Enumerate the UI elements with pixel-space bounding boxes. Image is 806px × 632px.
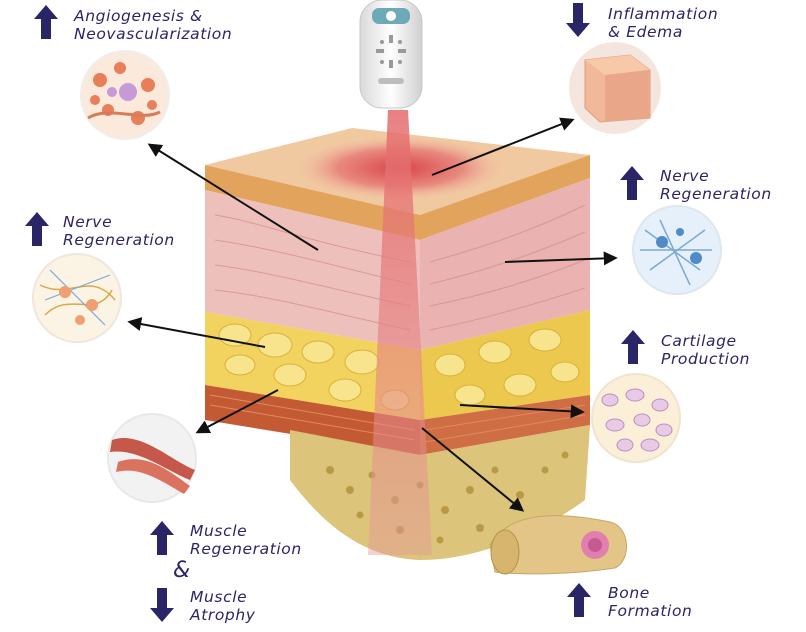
up-arrow-icon (621, 330, 645, 364)
label-line: Nerve (660, 167, 710, 185)
muscle-fiber-icon (107, 413, 197, 503)
label-line: Muscle (190, 522, 248, 540)
label-line: Inflammation (608, 5, 719, 23)
label-cartilage: Cartilage Production (661, 332, 750, 368)
up-arrow-icon (34, 5, 58, 39)
label-line: Cartilage (661, 332, 737, 350)
label-line: Production (661, 350, 751, 368)
dermis-left (205, 190, 420, 350)
label-muscle-regeneration: Muscle Regeneration (190, 522, 302, 558)
label-line: Regeneration (660, 185, 772, 203)
label-line: Regeneration (190, 540, 302, 558)
up-arrow-icon (567, 583, 591, 617)
label-bone: Bone Formation (608, 584, 692, 620)
pointer-bone (421, 427, 525, 512)
label-muscle-atrophy: Muscle Atrophy (190, 588, 256, 624)
pointer-nerve-left (127, 317, 266, 348)
up-arrow-icon (150, 521, 174, 555)
pointer-inflammation (431, 117, 575, 176)
pointer-nerve-right (504, 251, 618, 266)
laser-probe-device (359, 0, 423, 109)
tissue-block (205, 110, 590, 560)
label-line: & Edema (608, 23, 683, 41)
down-arrow-icon (566, 3, 590, 37)
pointer-muscle (195, 389, 279, 434)
up-arrow-icon (25, 212, 49, 246)
chondrocytes-icon (591, 373, 681, 463)
label-line: Bone (608, 584, 650, 602)
dermis-fibers (214, 204, 586, 331)
laser-beam (368, 110, 432, 555)
dermis-right (420, 178, 590, 350)
tissue-block-icon (569, 42, 661, 134)
fat-left (205, 312, 420, 420)
bone-cross-section-icon (489, 515, 627, 575)
pointer-cartilage (459, 404, 585, 419)
label-line: Muscle (190, 588, 248, 606)
pointer-angiogenesis (147, 143, 319, 251)
label-nerve-left: Nerve Regeneration (63, 213, 175, 249)
pointer-arrows (127, 117, 618, 512)
neuron-network-icon (632, 205, 722, 295)
label-line: Regeneration (63, 231, 175, 249)
muscle-left (205, 385, 420, 455)
label-line: Angiogenesis & (74, 7, 203, 25)
label-line: Neovascularization (74, 25, 233, 43)
label-nerve-right: Nerve Regeneration (660, 167, 772, 203)
label-inflammation: Inflammation & Edema (608, 5, 718, 41)
label-line: Nerve (63, 213, 113, 231)
label-line: Formation (608, 602, 693, 620)
down-arrow-icon (150, 588, 174, 622)
label-line: Atrophy (190, 606, 256, 624)
connector-ampersand: & (173, 558, 191, 583)
nerve-cells-icon (32, 253, 122, 343)
up-arrow-icon (620, 166, 644, 200)
label-angiogenesis: Angiogenesis & Neovascularization (74, 7, 232, 43)
cells-blood-vessel-icon (80, 50, 170, 140)
